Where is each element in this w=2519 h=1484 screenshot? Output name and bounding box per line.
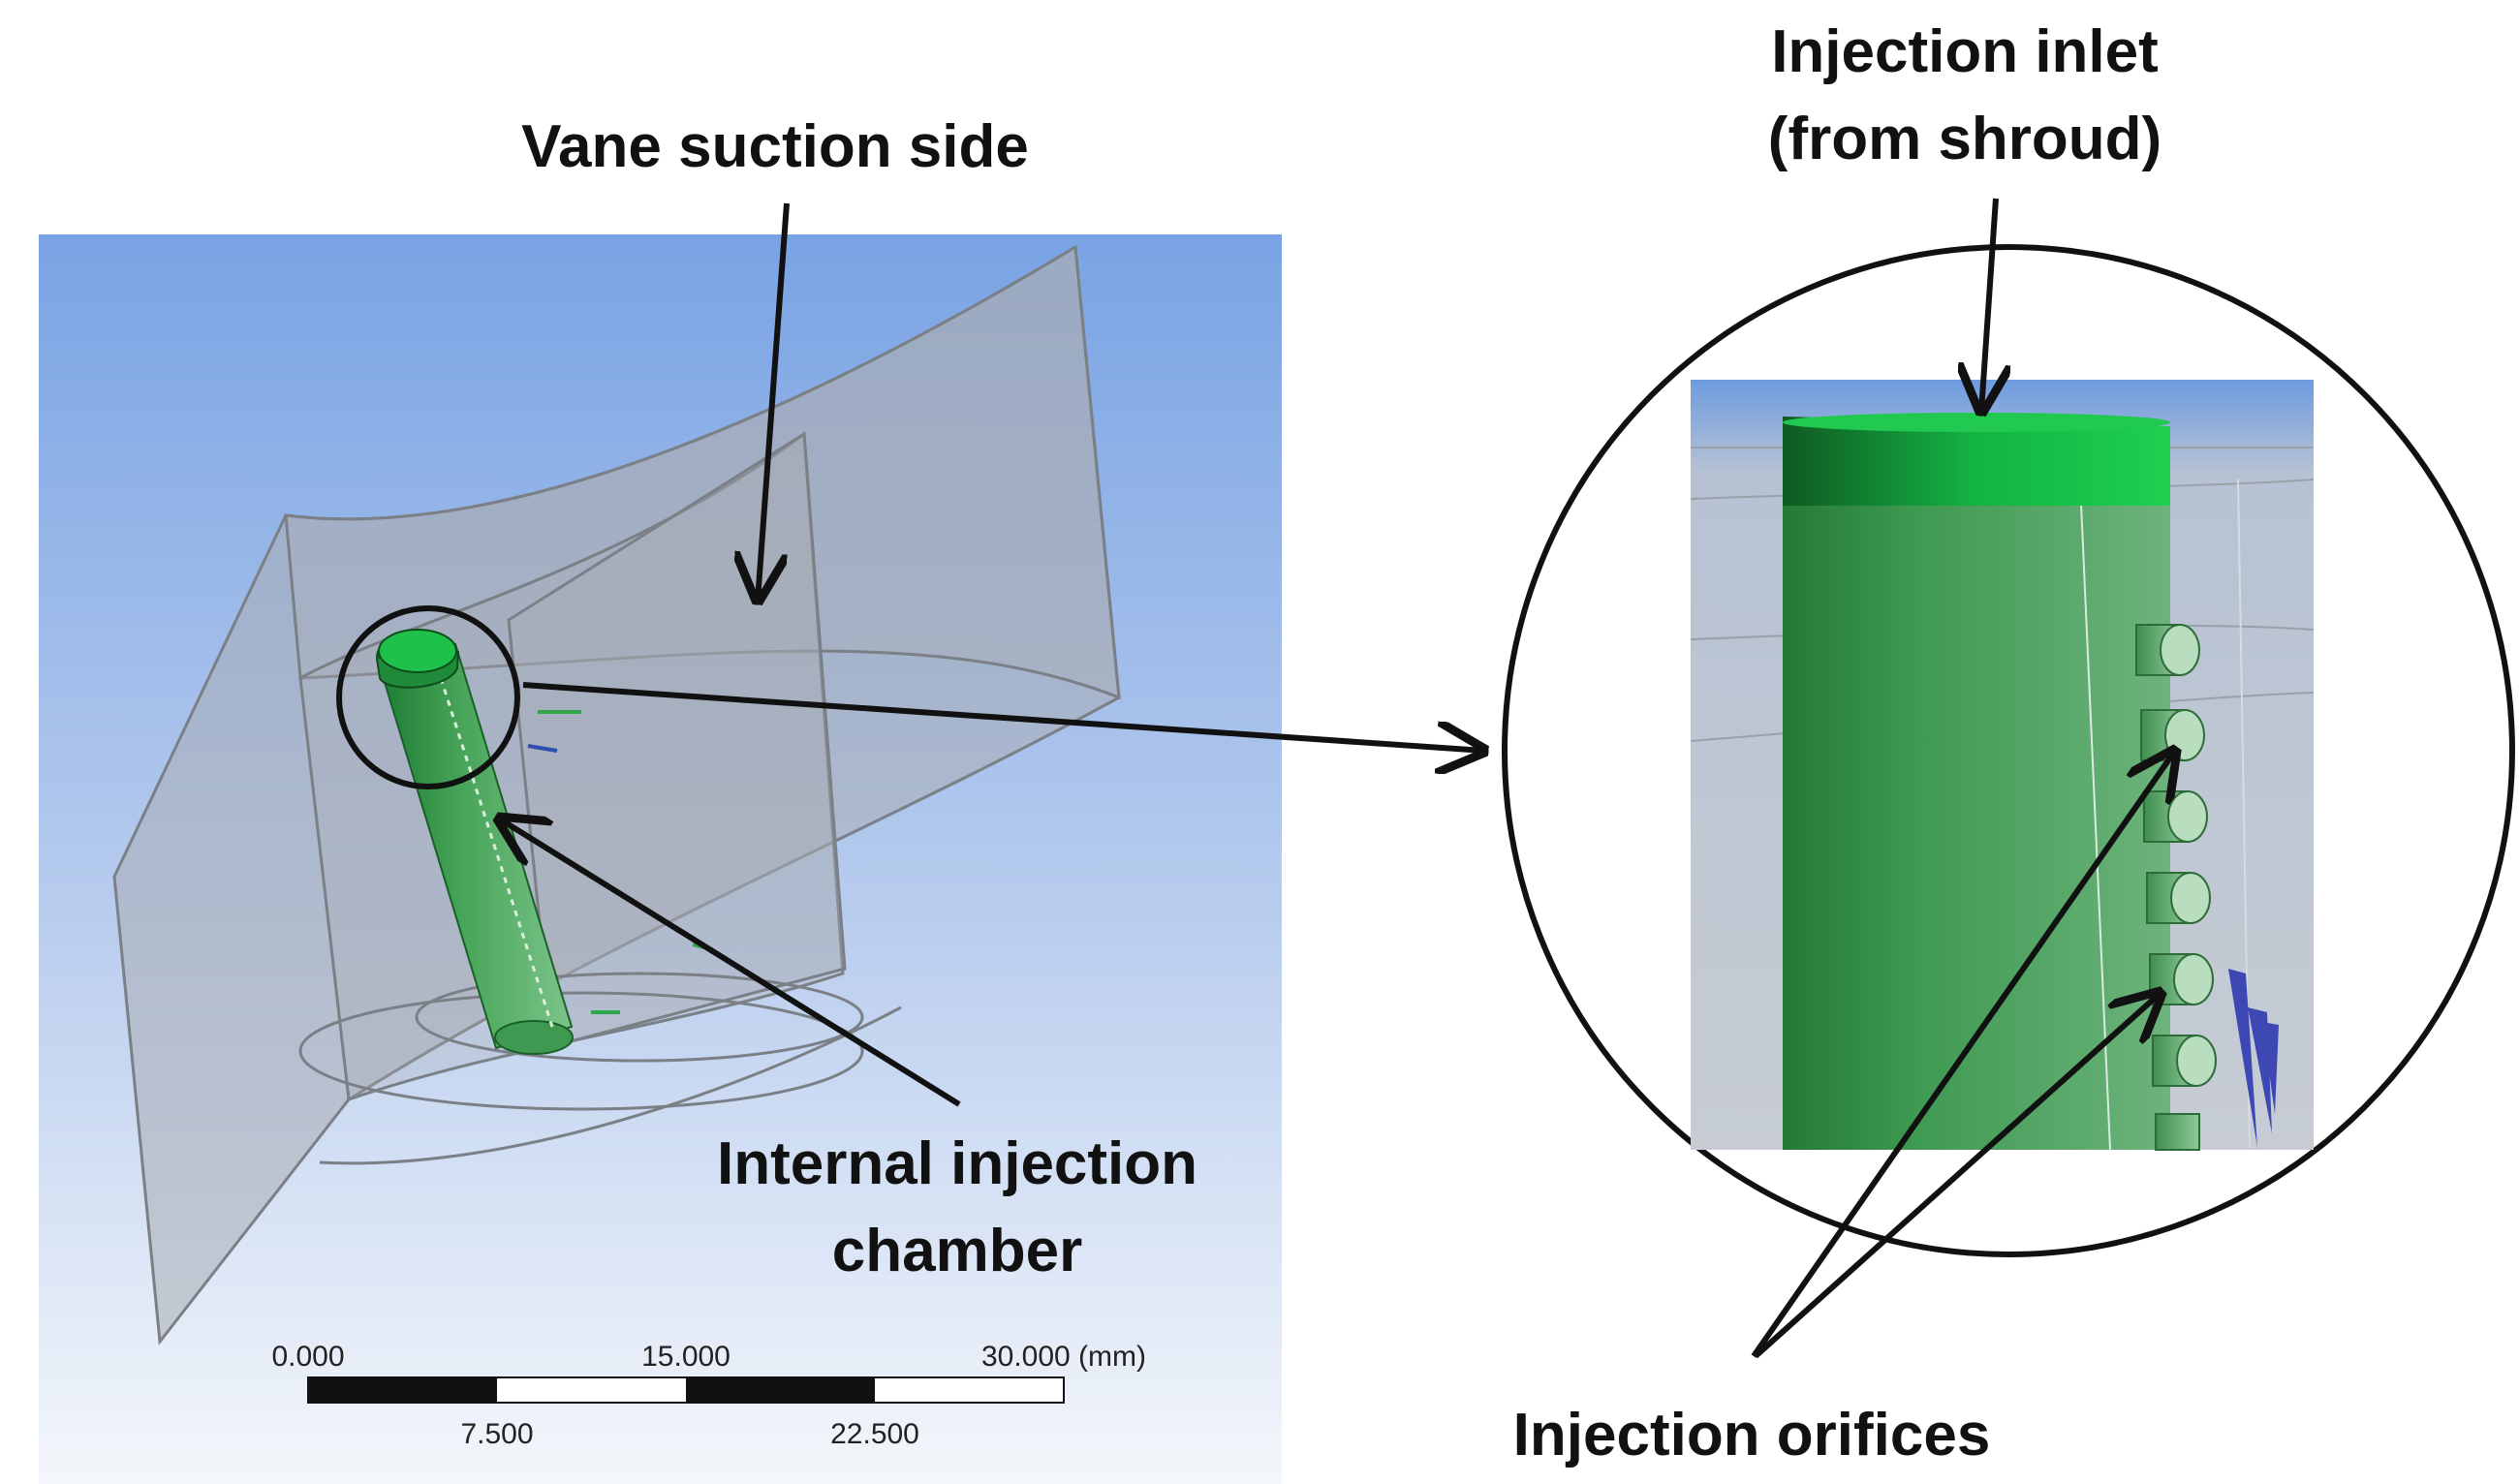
label-injection-orifices: Injection orifices bbox=[1513, 1402, 1991, 1469]
zoomed-injection-chamber bbox=[1783, 503, 2170, 1151]
injection-jet-markers bbox=[2228, 969, 2279, 1148]
scale-tick-30: 30.000 (mm) bbox=[981, 1341, 1146, 1373]
label-injection-inlet-line1: Injection inlet bbox=[1771, 18, 2159, 85]
zoomed-injection-inlet bbox=[1783, 413, 2170, 506]
arrow-zoom bbox=[522, 682, 1484, 751]
zoom-detail bbox=[1502, 244, 2515, 1257]
label-injection-inlet-line2: (from shroud) bbox=[1768, 106, 2161, 172]
arrow-orifice-upper bbox=[1751, 751, 2175, 1358]
vane-passage-geometry bbox=[112, 244, 1121, 1345]
label-vane-suction-side: Vane suction side bbox=[521, 113, 1029, 180]
arrow-orifice-lower bbox=[1753, 993, 2161, 1359]
scale-tick-22-5: 22.500 bbox=[830, 1418, 919, 1450]
label-internal-chamber-line2: chamber bbox=[832, 1218, 1082, 1284]
scale-tick-7-5: 7.500 bbox=[460, 1418, 533, 1450]
arrow-injection-inlet bbox=[1981, 198, 1996, 412]
geometry-viewport: 0.000 15.000 30.000 (mm) 7.500 22.500 bbox=[39, 234, 1282, 1484]
arrow-vane-suction-side bbox=[758, 202, 790, 601]
internal-injection-chamber bbox=[376, 629, 713, 1055]
arrow-internal-chamber bbox=[499, 819, 961, 1107]
scale-tick-0: 0.000 bbox=[271, 1341, 344, 1373]
zoom-region-marker bbox=[336, 605, 520, 789]
scale-tick-15: 15.000 bbox=[641, 1341, 731, 1373]
scale-bar: 0.000 15.000 30.000 (mm) 7.500 22.500 bbox=[271, 1341, 1146, 1450]
label-internal-chamber-line1: Internal injection bbox=[717, 1130, 1197, 1197]
annotation-arrows bbox=[499, 198, 2175, 1359]
